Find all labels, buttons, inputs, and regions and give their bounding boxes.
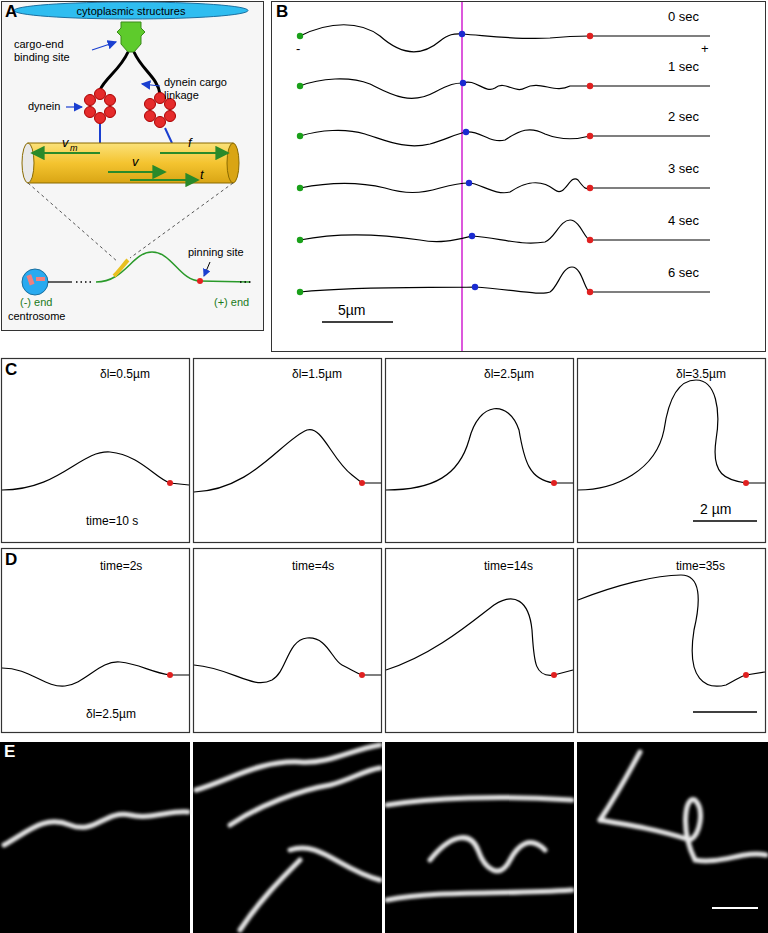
panel-letter: A (5, 2, 17, 22)
panel-letter: B (276, 2, 288, 22)
velocity-symbol: v (132, 155, 139, 170)
time-label: 1 sec (668, 60, 699, 75)
callout-label: centrosome (8, 310, 65, 323)
length-label: δl=2.5µm (484, 368, 534, 382)
tension-symbol: t (200, 168, 204, 183)
ellipse-node: cytoplasmic structures (13, 1, 249, 20)
time-label: time=4s (292, 560, 334, 574)
panel-d (2, 549, 766, 733)
callout-label: pinning site (188, 246, 244, 259)
pin-dots-c (167, 480, 749, 486)
time-label: 0 sec (668, 10, 699, 25)
time-label: time=35s (676, 560, 725, 574)
time-label: time=10 s (86, 515, 138, 529)
panel-letter: D (5, 550, 17, 570)
time-label: 3 sec (668, 162, 699, 177)
panel-e (0, 742, 768, 933)
polarity-sign: + (701, 42, 709, 57)
callout-label: dynein (28, 100, 60, 113)
end-label: (-) end (20, 296, 52, 309)
time-label: 6 sec (668, 266, 699, 281)
time-label: time=14s (484, 560, 533, 574)
panel-c (2, 359, 766, 543)
subscript: m (70, 143, 78, 153)
scale-label: 2 µm (700, 501, 731, 517)
panel-letter: C (5, 360, 17, 380)
time-label: time=2s (100, 560, 142, 574)
callout-label: dynein cargo linkage (164, 76, 244, 101)
time-label: 4 sec (668, 214, 699, 229)
node-text: cytoplasmic structures (77, 5, 186, 17)
velocity-symbol: v (62, 136, 69, 151)
scale-label: 5µm (338, 302, 366, 318)
time-label: 2 sec (668, 110, 699, 125)
length-label: δl=1.5µm (292, 368, 342, 382)
polarity-sign: - (296, 42, 300, 57)
end-label: (+) end (214, 296, 249, 309)
panel-letter: E (4, 742, 15, 762)
length-label: δl=0.5µm (100, 368, 150, 382)
callout-label: cargo-end binding site (14, 38, 94, 63)
panel-a (2, 2, 264, 331)
panel-b (272, 2, 766, 352)
length-label: δl=2.5µm (86, 708, 136, 722)
pin-dots-d (167, 672, 749, 678)
force-symbol: f (188, 136, 192, 151)
length-label: δl=3.5µm (676, 368, 726, 382)
